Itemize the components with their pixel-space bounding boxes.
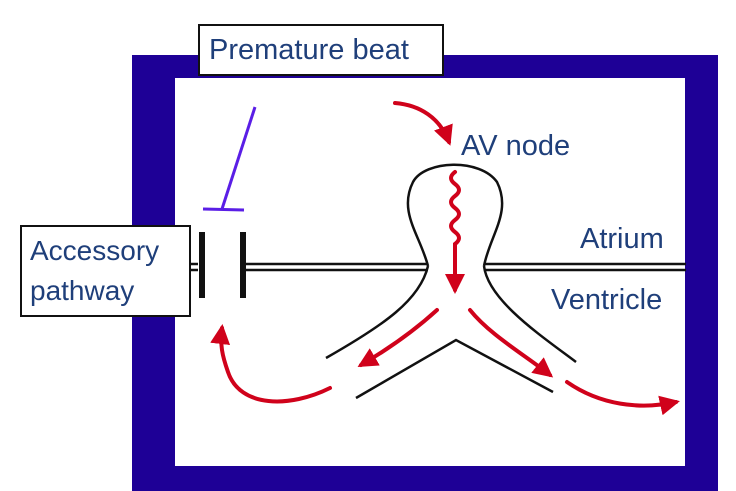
accessory-label-line1: Accessory [30, 235, 160, 266]
arrow-left-ventricle [357, 308, 439, 368]
arrow-exit-right [565, 380, 680, 416]
av-node-label: AV node [461, 130, 571, 162]
arrow-right-ventricle [468, 308, 554, 378]
arrow-retrograde-accessory [210, 324, 332, 404]
av-boundary-line [178, 262, 686, 272]
arrow-entry-to-av-node [393, 101, 453, 146]
atrium-label: Atrium [580, 223, 664, 255]
accessory-pathway-label: Accessory pathway [20, 225, 191, 317]
premature-beat-label: Premature beat [198, 24, 444, 76]
accessory-label-line2: pathway [30, 275, 135, 306]
premature-beat-pointer [202, 106, 257, 212]
ventricle-label: Ventricle [551, 284, 663, 316]
arrow-through-av-node [445, 170, 465, 294]
av-node-shape [325, 163, 577, 400]
